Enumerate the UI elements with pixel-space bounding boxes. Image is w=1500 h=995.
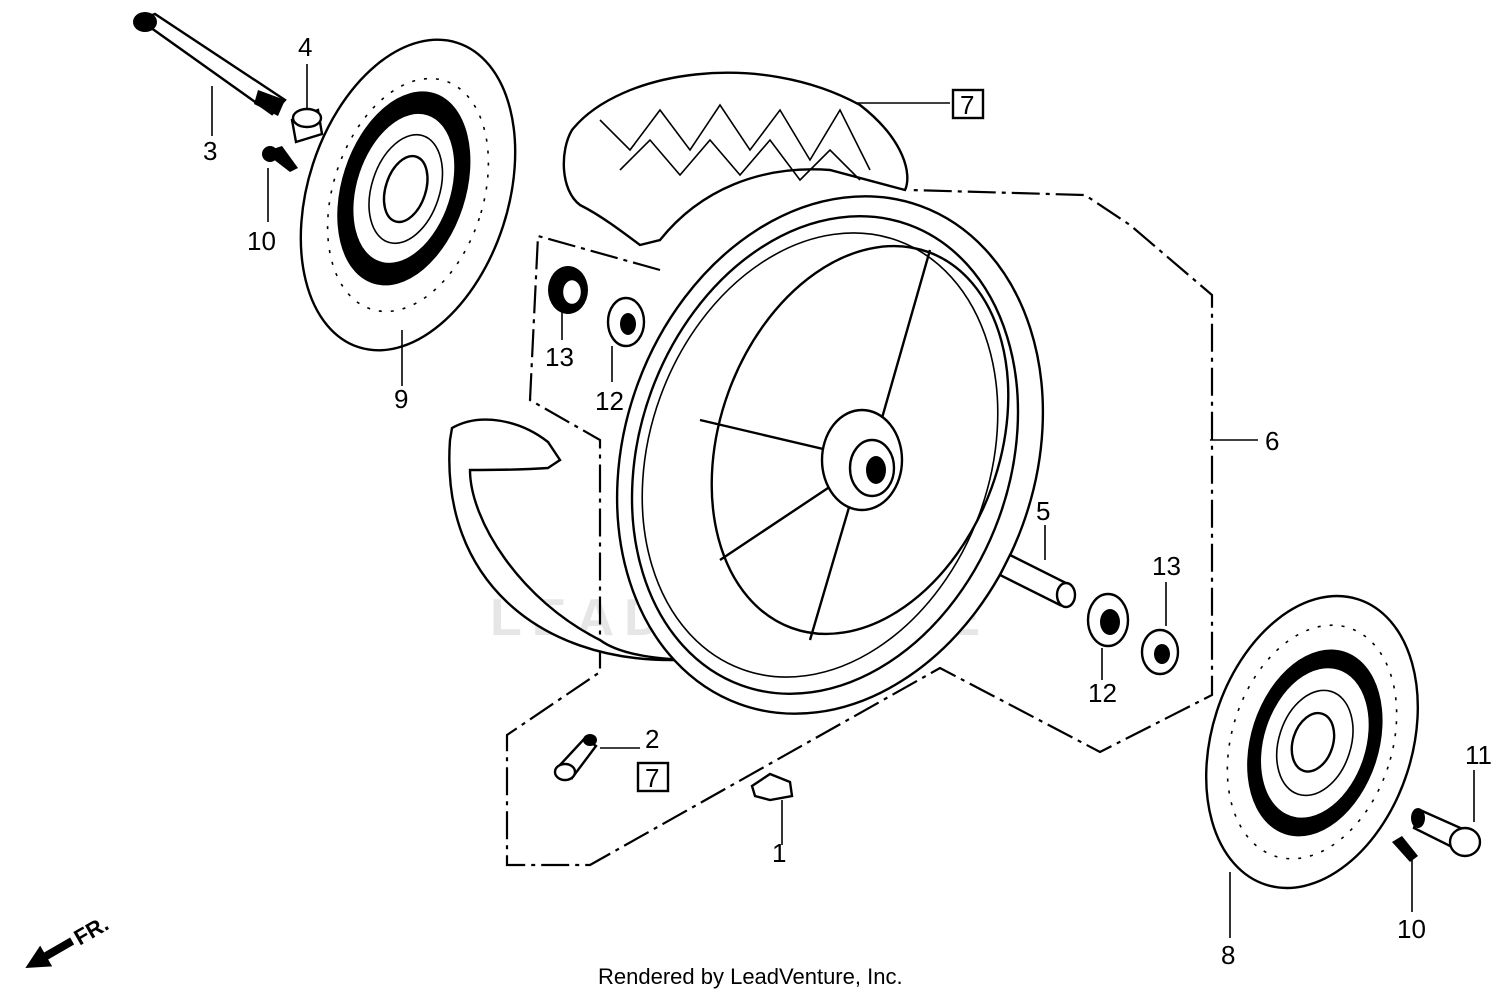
callout-5: 5	[1036, 496, 1050, 526]
wheel-rim[interactable]	[547, 136, 1114, 774]
seal-right-13[interactable]	[1140, 628, 1180, 676]
callout-11: 11	[1465, 740, 1492, 770]
distance-collar[interactable]	[998, 553, 1077, 609]
callout-4: 4	[298, 32, 312, 62]
callout-2: 2	[645, 724, 659, 754]
callout-12-left: 12	[595, 386, 624, 416]
callout-12-right: 12	[1088, 678, 1117, 708]
valve-stem[interactable]	[553, 734, 598, 782]
balance-weight[interactable]	[750, 772, 794, 802]
callout-10-right: 10	[1397, 914, 1426, 944]
callout-8: 8	[1221, 940, 1235, 970]
callout-3: 3	[203, 136, 217, 166]
render-credit: Rendered by LeadVenture, Inc.	[598, 964, 903, 989]
axle-bolt[interactable]	[1411, 808, 1482, 858]
box-7-valve	[636, 761, 670, 793]
callout-1: 1	[772, 838, 786, 868]
axle-part[interactable]	[133, 12, 287, 116]
callout-13-right: 13	[1152, 551, 1181, 581]
front-direction-label: FR.	[70, 911, 113, 950]
callout-7-tire: 7	[960, 90, 974, 120]
brake-disc-right[interactable]	[1171, 568, 1454, 915]
brake-disc-left[interactable]	[263, 12, 552, 378]
front-direction-arrow: FR.	[25, 911, 113, 968]
callout-7-valve: 7	[645, 763, 659, 793]
callout-6: 6	[1265, 426, 1279, 456]
collar-part[interactable]	[290, 107, 324, 144]
bearing-right-12[interactable]	[1086, 592, 1130, 648]
assembly-outline	[505, 188, 1214, 867]
box-7-tire	[951, 88, 985, 120]
callout-9: 9	[394, 384, 408, 414]
disc-bolt-left[interactable]	[262, 146, 298, 172]
leader-lines	[211, 64, 1475, 938]
callout-10-left: 10	[247, 226, 276, 256]
seal-left-12[interactable]	[606, 296, 646, 348]
bearing-left-13[interactable]	[548, 266, 588, 314]
tire[interactable]	[448, 71, 909, 662]
callout-13-left: 13	[545, 342, 574, 372]
disc-bolt-right[interactable]	[1392, 836, 1418, 862]
